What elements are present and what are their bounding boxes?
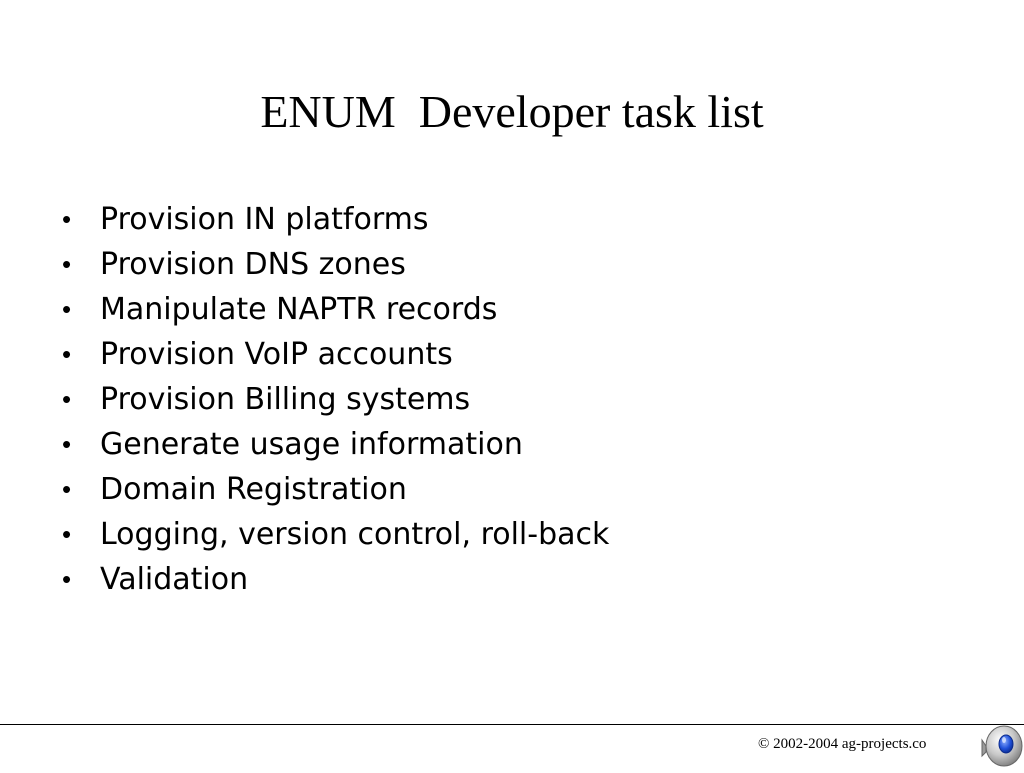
list-item: • Generate usage information [62, 422, 609, 467]
list-item: • Domain Registration [62, 467, 609, 512]
list-item: • Provision VoIP accounts [62, 332, 609, 377]
slide-title: ENUM Developer task list [260, 86, 764, 137]
bullet-icon: • [62, 384, 72, 414]
list-item: • Provision IN platforms [62, 197, 609, 242]
bullet-icon: • [62, 339, 72, 369]
bullet-icon: • [62, 294, 72, 324]
list-item: • Provision DNS zones [62, 242, 609, 287]
footer-divider [0, 724, 1024, 725]
list-item: • Manipulate NAPTR records [62, 287, 609, 332]
list-item-text: Domain Registration [100, 472, 407, 507]
list-item-text: Logging, version control, roll-back [100, 517, 610, 552]
list-item: • Logging, version control, roll-back [62, 512, 609, 557]
bullet-icon: • [62, 564, 72, 594]
list-item: • Provision Billing systems [62, 377, 609, 422]
list-item-text: Provision Billing systems [100, 382, 471, 417]
list-item-text: Generate usage information [100, 427, 523, 462]
list-item-text: Manipulate NAPTR records [100, 292, 498, 327]
speaker-icon[interactable] [980, 716, 1024, 768]
footer-copyright: © 2002-2004 ag-projects.co [758, 736, 927, 752]
bullet-list: • Provision IN platforms • Provision DNS… [62, 197, 609, 602]
bullet-icon: • [62, 429, 72, 459]
list-item-text: Provision IN platforms [100, 202, 429, 237]
speaker-icon-graphic [981, 725, 1023, 767]
bullet-icon: • [62, 204, 72, 234]
bullet-icon: • [62, 519, 72, 549]
bullet-icon: • [62, 474, 72, 504]
list-item-text: Validation [100, 562, 249, 597]
list-item-text: Provision DNS zones [100, 247, 406, 282]
list-item-text: Provision VoIP accounts [100, 337, 453, 372]
list-item: • Validation [62, 557, 609, 602]
bullet-icon: • [62, 249, 72, 279]
